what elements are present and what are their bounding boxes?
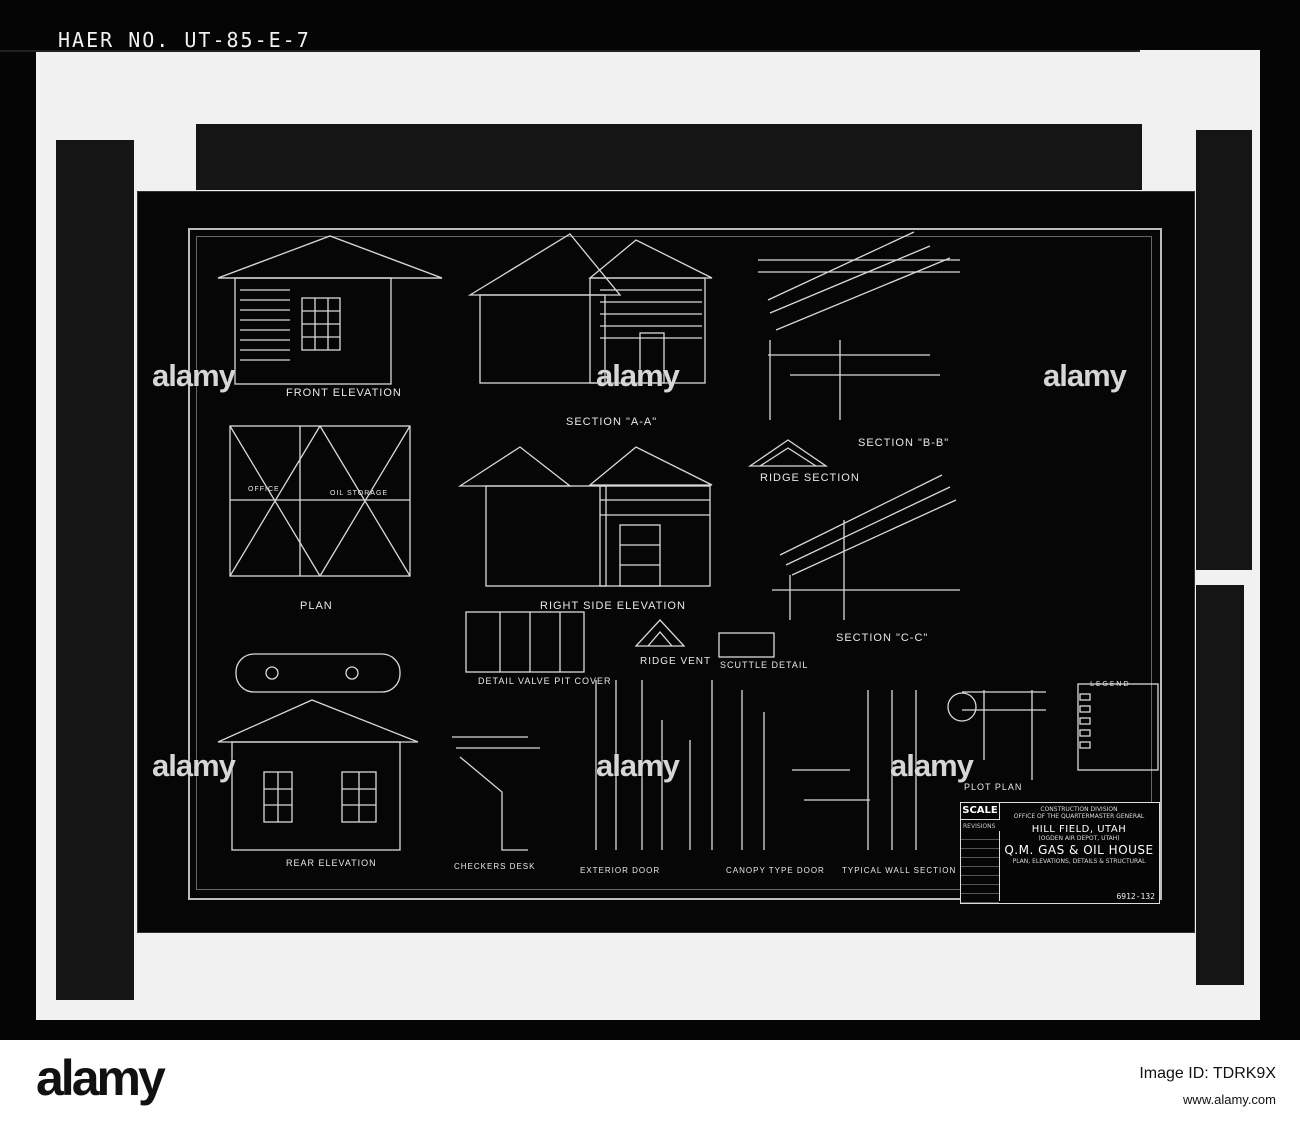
detail-drawings bbox=[465, 611, 775, 673]
title-block-scale: SCALE bbox=[961, 803, 1000, 820]
label-plan: PLAN bbox=[300, 600, 333, 612]
tape-right-top-strip bbox=[1196, 130, 1252, 570]
label-scuttle-detail: SCUTTLE DETAIL bbox=[720, 660, 809, 670]
haer-number: HAER NO. UT-85-E-7 bbox=[58, 28, 311, 52]
tape-top-bar bbox=[196, 124, 1142, 190]
section-aa-drawing bbox=[467, 233, 713, 384]
tape-right-bottom-strip bbox=[1196, 585, 1244, 985]
blueprint-drawings bbox=[217, 231, 1159, 851]
footer-logo: alamy bbox=[36, 1050, 166, 1106]
label-typical-wall-section: TYPICAL WALL SECTION bbox=[842, 866, 957, 875]
title-block: SCALE REVISIONS CONSTRUCTION DIVISION OF… bbox=[960, 802, 1160, 904]
tape-left-strip bbox=[56, 140, 134, 1000]
watermark-right: alamy bbox=[1043, 358, 1127, 393]
title-office: OFFICE OF THE QUARTERMASTER GENERAL bbox=[1013, 813, 1145, 820]
watermark-bottom-center: alamy bbox=[596, 748, 680, 783]
label-right-side-elevation: RIGHT SIDE ELEVATION bbox=[540, 600, 686, 612]
rear-elevation-drawing bbox=[217, 699, 419, 851]
title-construction-division: CONSTRUCTION DIVISION bbox=[1040, 806, 1118, 813]
label-checkers-desk: CHECKERS DESK bbox=[454, 862, 536, 871]
title-ogden-air-depot: (OGDEN AIR DEPOT, UTAH) bbox=[1038, 835, 1120, 842]
label-canopy-type-door: CANOPY TYPE DOOR bbox=[726, 866, 825, 875]
label-ridge-section: RIDGE SECTION bbox=[760, 472, 860, 484]
door-and-wall-section-drawings bbox=[452, 680, 917, 851]
revision-grid bbox=[961, 831, 1000, 903]
ridge-section-drawing bbox=[747, 439, 829, 467]
watermark-bottom-right: alamy bbox=[890, 748, 974, 783]
plan-drawing bbox=[229, 425, 411, 693]
label-plot-plan: PLOT PLAN bbox=[964, 782, 1023, 792]
title-block-text: CONSTRUCTION DIVISION OFFICE OF THE QUAR… bbox=[999, 803, 1159, 903]
tape-top-thin-line bbox=[0, 50, 1140, 52]
label-section-aa: SECTION "A-A" bbox=[566, 416, 658, 428]
label-office: OFFICE bbox=[248, 486, 280, 493]
sheet-inner-border bbox=[196, 236, 1152, 890]
watermark-left: alamy bbox=[152, 358, 236, 393]
right-side-elevation-drawing bbox=[457, 446, 713, 587]
label-ridge-vent: RIDGE VENT bbox=[640, 656, 712, 667]
sheet-border bbox=[188, 228, 1162, 900]
label-section-bb: SECTION "B-B" bbox=[858, 437, 950, 449]
title-block-revisions: REVISIONS bbox=[963, 823, 996, 830]
footer-image-id: Image ID: TDRK9X bbox=[1139, 1065, 1276, 1082]
section-cc-drawing bbox=[772, 474, 960, 620]
label-rear-elevation: REAR ELEVATION bbox=[286, 858, 377, 868]
title-gas-oil-house: Q.M. GAS & OIL HOUSE bbox=[1004, 843, 1154, 857]
label-front-elevation: FRONT ELEVATION bbox=[286, 387, 402, 399]
title-plan-elevations: PLAN, ELEVATIONS, DETAILS & STRUCTURAL bbox=[1012, 858, 1146, 865]
archival-photograph: HAER NO. UT-85-E-7 bbox=[0, 28, 1260, 1020]
watermark-center: alamy bbox=[596, 358, 680, 393]
plot-plan-drawing bbox=[947, 683, 1159, 780]
section-bb-drawing bbox=[758, 231, 960, 420]
label-detail-valve-pit-cover: DETAIL VALVE PIT COVER bbox=[478, 676, 612, 686]
stock-footer bbox=[0, 1040, 1300, 1132]
watermark-bottom-left: alamy bbox=[152, 748, 236, 783]
drawing-number: 6912-132 bbox=[1116, 892, 1155, 901]
label-section-cc: SECTION "C-C" bbox=[836, 632, 929, 644]
legend-title: LEGEND bbox=[1090, 680, 1131, 688]
label-oil-storage-plan: OIL STORAGE bbox=[330, 490, 389, 497]
front-elevation-drawing bbox=[217, 235, 443, 385]
title-hill-field: HILL FIELD, UTAH bbox=[1031, 824, 1127, 835]
label-exterior-door: EXTERIOR DOOR bbox=[580, 866, 661, 875]
footer-site-url: www.alamy.com bbox=[1183, 1092, 1276, 1107]
